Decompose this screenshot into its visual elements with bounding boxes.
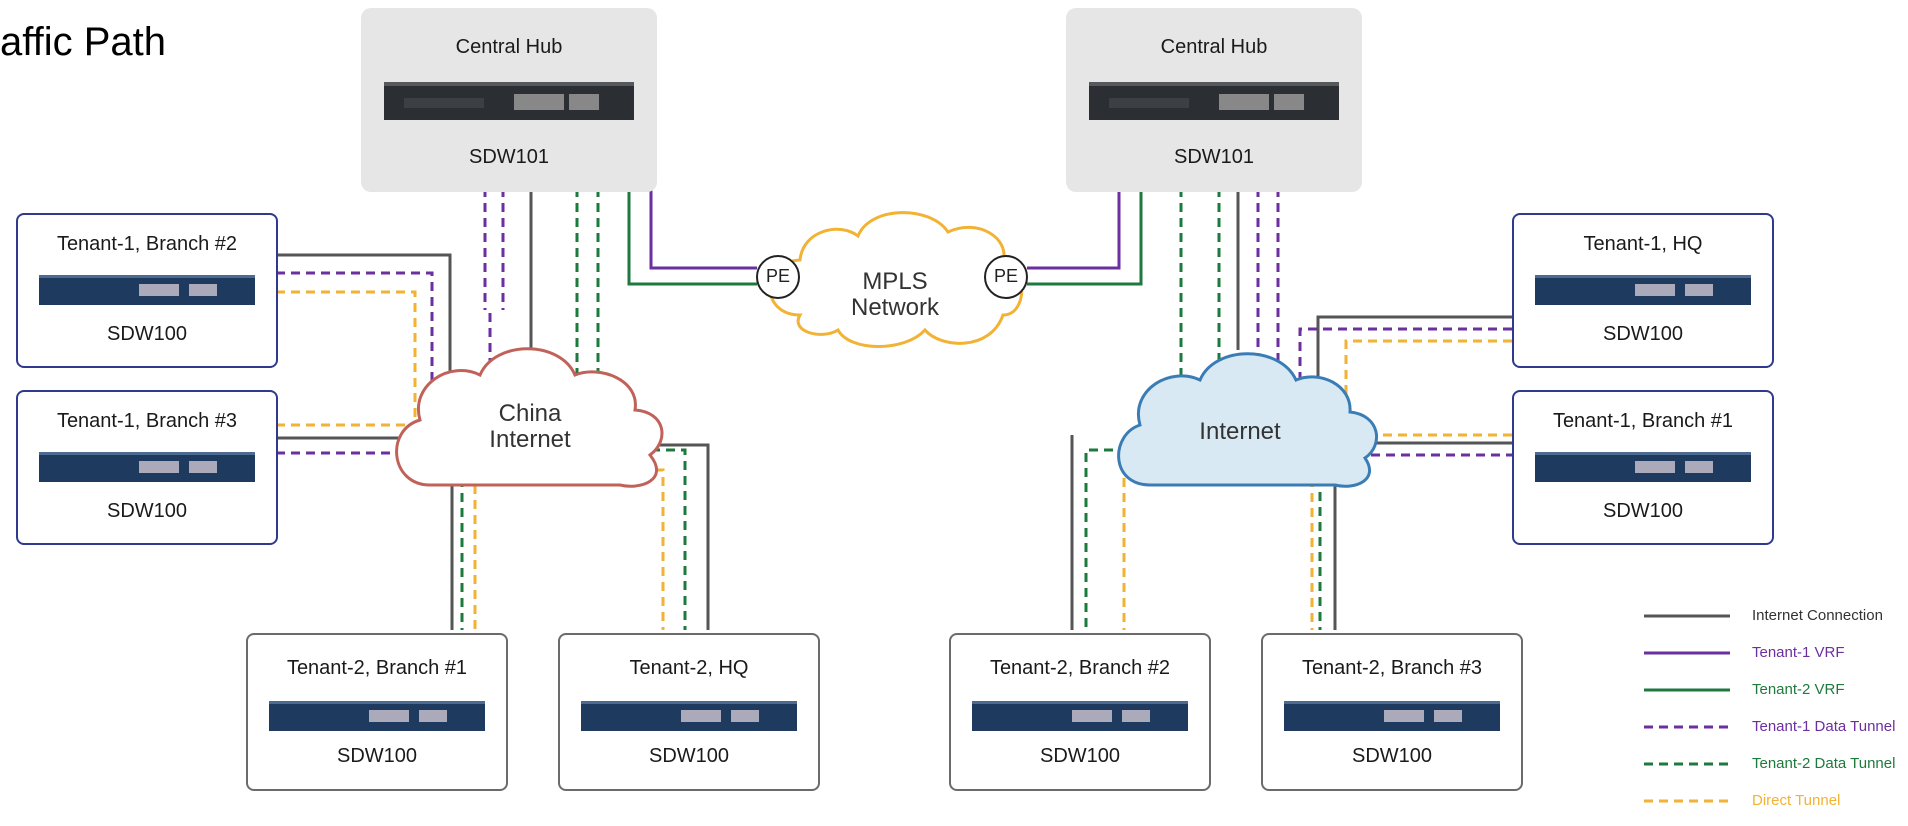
branch-device-icon <box>39 452 255 482</box>
branch-t1-b1: Tenant-1, Branch #1 SDW100 <box>1512 390 1774 545</box>
branch-title: Tenant-1, Branch #2 <box>56 233 238 255</box>
china-cloud-icon <box>395 347 664 488</box>
branch-t2-b2: Tenant-2, Branch #2 SDW100 <box>949 633 1211 791</box>
legend-label-t1-tunnel: Tenant-1 Data Tunnel <box>1752 718 1896 735</box>
branch-t1-b2: Tenant-1, Branch #2 SDW100 <box>16 213 278 368</box>
t1-tunnel-hub1-a <box>483 188 505 310</box>
pe-right-label: PE <box>993 266 1018 286</box>
mpls-label-2: Network <box>850 294 940 321</box>
branch-title: Tenant-2, Branch #3 <box>1301 657 1483 679</box>
hub-model: SDW101 <box>1173 146 1255 168</box>
branch-t2-hq: Tenant-2, HQ SDW100 <box>558 633 820 791</box>
branch-device-icon <box>972 701 1188 731</box>
hub-title: Central Hub <box>455 36 563 58</box>
hub-device-icon <box>1089 82 1339 120</box>
t1-tunnel-branch2 <box>276 271 505 452</box>
branch-device-icon <box>1535 275 1751 305</box>
legend-label-internet: Internet Connection <box>1752 607 1883 624</box>
branch-device-icon <box>581 701 797 731</box>
branch-device-icon <box>1535 452 1751 482</box>
page-title: affic Path <box>0 20 167 64</box>
branch-model: SDW100 <box>106 323 188 345</box>
internet-label: Internet <box>1199 418 1281 445</box>
legend-label-t1-vrf: Tenant-1 VRF <box>1752 644 1845 661</box>
direct-branch2 <box>276 290 417 425</box>
branch-t2-b1: Tenant-2, Branch #1 SDW100 <box>246 633 508 791</box>
t2-tunnel-hub2-b <box>1217 188 1322 630</box>
pe-left-icon <box>756 255 800 299</box>
hub-model: SDW101 <box>468 146 550 168</box>
legend-label-t2-vrf: Tenant-2 VRF <box>1752 681 1845 698</box>
branch-title: Tenant-2, Branch #2 <box>989 657 1171 679</box>
t1-tunnel-hub2-b <box>1276 188 1512 457</box>
branch-model: SDW100 <box>1602 500 1684 522</box>
branch-model: SDW100 <box>1602 323 1684 345</box>
branch-t2-b3: Tenant-2, Branch #3 SDW100 <box>1261 633 1523 791</box>
branch-title: Tenant-1, Branch #3 <box>56 410 238 432</box>
hub-right: Central Hub SDW101 <box>1066 8 1362 192</box>
branch-model: SDW100 <box>1351 745 1433 767</box>
branch-device-icon <box>269 701 485 731</box>
branch-model: SDW100 <box>106 500 188 522</box>
t1-vrf-left <box>649 188 757 270</box>
t1-vrf-right <box>1027 188 1121 270</box>
legend-label-direct: Direct Tunnel <box>1752 792 1841 809</box>
hub-device-icon <box>384 82 634 120</box>
legend-label-t2-tunnel: Tenant-2 Data Tunnel <box>1752 755 1896 772</box>
pe-right-icon <box>984 255 1028 299</box>
branch-title: Tenant-1, HQ <box>1583 233 1703 255</box>
t2-vrf-right <box>1027 188 1143 286</box>
internet-t1hq <box>1316 315 1512 395</box>
internet-branch2 <box>276 253 452 405</box>
hub-title: Central Hub <box>1160 36 1268 58</box>
pe-left-label: PE <box>765 266 790 286</box>
internet-t2hq <box>650 443 710 630</box>
branch-device-icon <box>39 275 255 305</box>
branch-model: SDW100 <box>1039 745 1121 767</box>
branch-model: SDW100 <box>648 745 730 767</box>
branch-title: Tenant-2, HQ <box>629 657 749 679</box>
t2-vrf-left <box>627 188 757 286</box>
legend-lines <box>1644 614 1730 803</box>
hub-left: Central Hub SDW101 <box>361 8 657 192</box>
china-label-2: Internet <box>489 426 571 453</box>
branch-title: Tenant-2, Branch #1 <box>286 657 468 679</box>
internet-cloud-icon <box>1117 352 1379 488</box>
branch-title: Tenant-1, Branch #1 <box>1552 410 1734 432</box>
branch-device-icon <box>1284 701 1500 731</box>
branch-t1-b3: Tenant-1, Branch #3 SDW100 <box>16 390 278 545</box>
mpls-label-1: MPLS <box>862 268 928 295</box>
china-label-1: China <box>498 400 562 427</box>
branch-model: SDW100 <box>336 745 418 767</box>
branch-t1-hq: Tenant-1, HQ SDW100 <box>1512 213 1774 368</box>
